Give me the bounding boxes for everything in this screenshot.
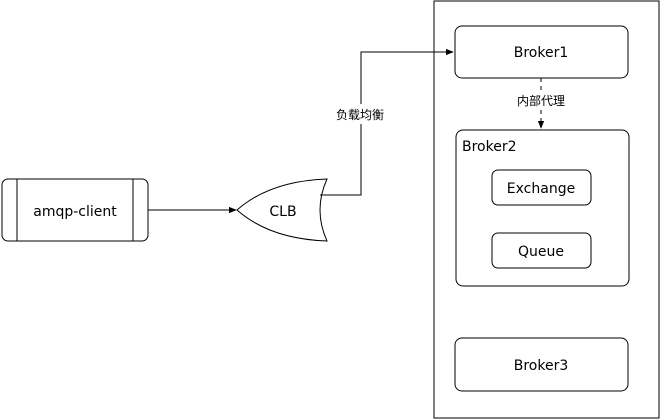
exchange-label: Exchange — [507, 181, 575, 197]
lb-edge-label: 负载均衡 — [336, 108, 384, 122]
proxy-edge-label-bg — [513, 91, 569, 109]
lb-edge-label-bg — [331, 104, 389, 124]
amqp-client-node[interactable]: amqp-client — [1, 178, 149, 242]
broker2-title: Broker2 — [462, 139, 517, 155]
broker3-node[interactable]: Broker3 — [454, 337, 629, 392]
broker1-node[interactable]: Broker1 — [454, 25, 629, 79]
broker3-label: Broker3 — [514, 358, 569, 374]
broker1-label: Broker1 — [514, 45, 569, 61]
proxy-edge-label: 内部代理 — [517, 93, 565, 108]
clb-label: CLB — [269, 204, 296, 220]
clb-node[interactable]: CLB — [236, 178, 328, 242]
queue-node[interactable]: Queue — [491, 232, 592, 269]
amqp-client-label: amqp-client — [33, 204, 117, 220]
exchange-node[interactable]: Exchange — [491, 169, 592, 206]
queue-label: Queue — [518, 244, 564, 260]
